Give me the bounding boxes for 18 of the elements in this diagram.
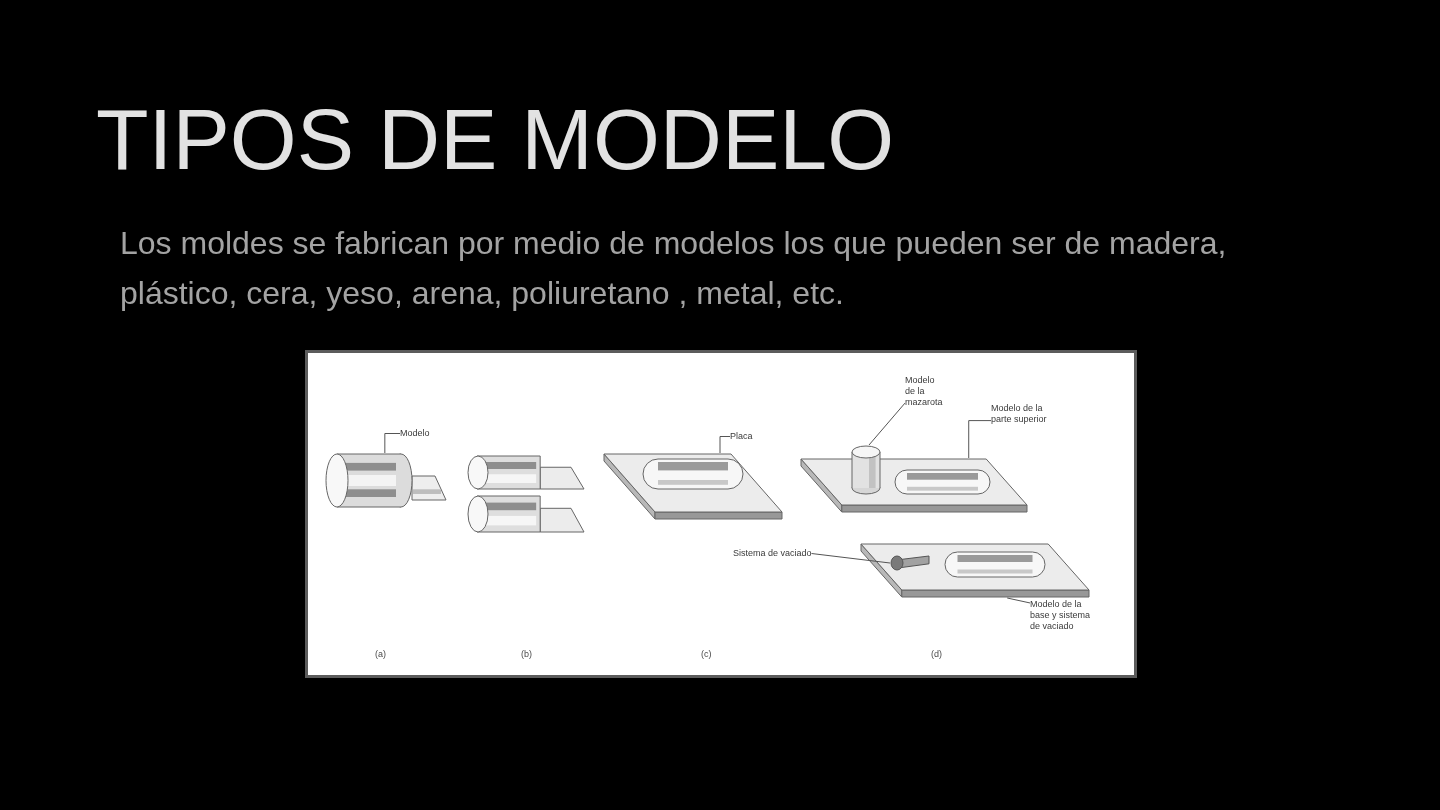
callout-label: Modelo de la base y sistema de vaciado <box>1030 599 1092 632</box>
leader-line <box>384 433 401 454</box>
leader-line <box>811 553 891 564</box>
callout-label: Placa <box>730 431 753 442</box>
leader-line <box>868 402 906 446</box>
slide-title: TIPOS DE MODELO <box>96 96 895 182</box>
panel-letter: (c) <box>701 649 712 660</box>
callout-label: Modelo <box>400 428 430 439</box>
panel-letter: (d) <box>931 649 942 660</box>
leader-line <box>1006 597 1031 604</box>
callout-label: Sistema de vaciado <box>733 548 812 559</box>
leader-line <box>719 436 731 454</box>
callout-label: Modelo de la mazarota <box>905 375 944 408</box>
panel-letter: (a) <box>375 649 386 660</box>
panel-letter: (b) <box>521 649 532 660</box>
body-text: Los moldes se fabrican por medio de modelos los que pueden ser de madera, plástico, cera, yeso, arena, poliuretano , metal, etc. <box>120 224 1228 313</box>
callout-label: Modelo de la parte superior <box>991 403 1048 425</box>
leader-line <box>968 420 992 459</box>
